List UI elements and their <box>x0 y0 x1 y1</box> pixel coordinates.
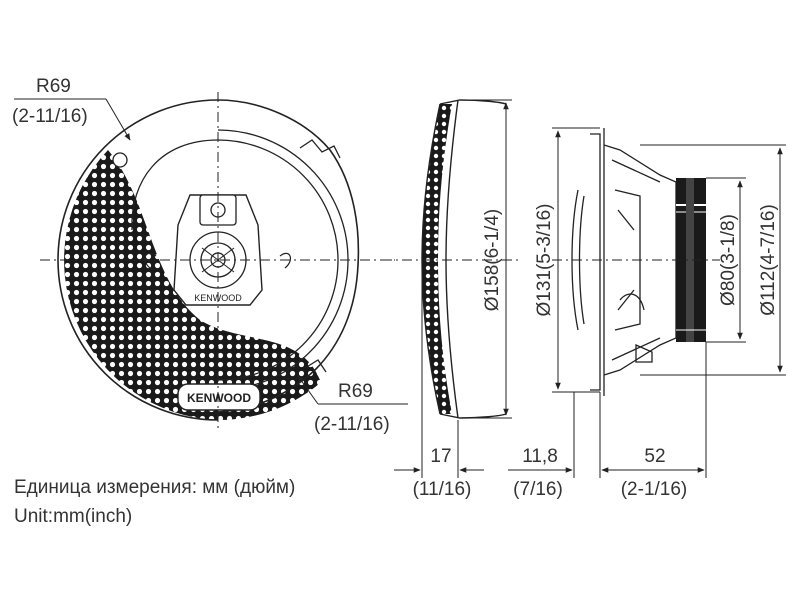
front-view <box>40 92 395 430</box>
grille-depth-value: 17 <box>430 446 451 467</box>
mount-diameter-label: Ø131(5-3/16) <box>534 203 555 316</box>
mount-depth-inch: (2-1/16) <box>621 479 688 500</box>
mount-side-view <box>508 127 786 478</box>
radius-bottom-leader <box>297 375 408 405</box>
radius-bottom-value: R69 <box>338 381 373 402</box>
grille-brand-label: KENWOOD <box>187 391 251 405</box>
radius-top-inch: (2-11/16) <box>12 106 88 127</box>
flange-depth-value: 11,8 <box>522 446 558 467</box>
front-frame-right <box>217 99 360 413</box>
grille-depth-inch: (11/16) <box>413 479 472 500</box>
grille-side-view <box>382 99 520 478</box>
front-outer-ring <box>57 99 219 421</box>
magnet-diameter-label: Ø80(3-1/8) <box>718 214 739 306</box>
mount-depth-value: 52 <box>644 446 665 467</box>
grille-brand-plate <box>177 383 261 411</box>
radius-bottom-inch: (2-11/16) <box>314 414 390 435</box>
flange-depth-inch: (7/16) <box>513 479 563 500</box>
tweeter-brand-label: KENWOOD <box>194 293 242 303</box>
grille-diameter-label: Ø158(6-1/4) <box>482 209 503 311</box>
front-grille-mesh <box>64 150 320 420</box>
radius-top-value: R69 <box>36 76 71 97</box>
unit-label-ru: Единица измерения: мм (дюйм) <box>14 477 296 498</box>
radius-top-leader <box>14 98 131 141</box>
unit-label-en: Unit:mm(inch) <box>14 506 133 527</box>
frame-diameter-label: Ø112(4-7/16) <box>758 204 779 316</box>
